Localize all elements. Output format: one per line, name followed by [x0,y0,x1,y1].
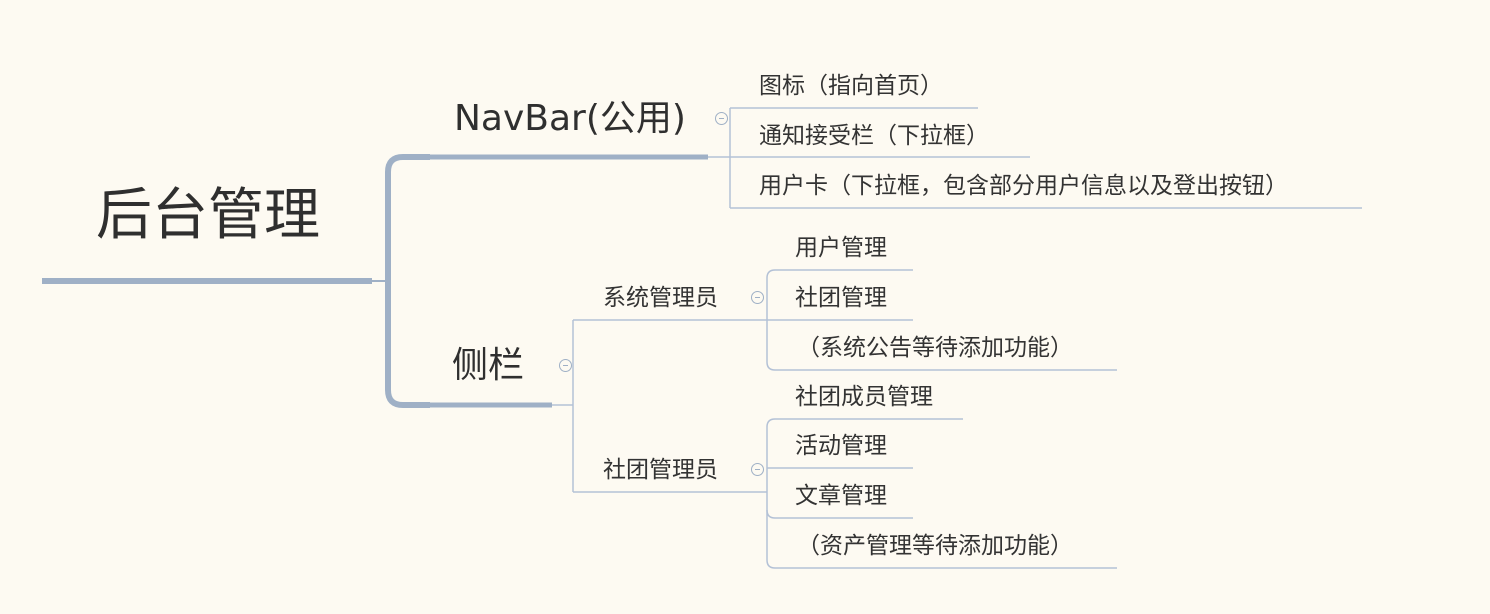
club-admin-item-member-management[interactable]: 社团成员管理 [795,384,933,410]
system-admin-item-user-management[interactable]: 用户管理 [795,235,887,261]
system-admin-collapse-icon[interactable] [751,291,764,304]
club-admin-topic[interactable]: 社团管理员 [603,457,718,483]
root-bracket [385,154,430,408]
navbar-collapse-icon[interactable] [715,112,728,125]
navbar-item-user-card[interactable]: 用户卡（下拉框，包含部分用户信息以及登出按钮） [759,173,1288,199]
system-admin-bracket [766,269,1117,371]
sidebar-bracket [552,320,574,492]
navbar-topic[interactable]: NavBar(公用) [454,98,686,139]
club-admin-item-3-underline [766,509,913,519]
system-admin-item-club-management[interactable]: 社团管理 [795,285,887,311]
navbar-bracket [708,108,731,208]
club-admin-bracket [766,418,1117,569]
system-admin-topic[interactable]: 系统管理员 [603,285,718,311]
club-admin-collapse-icon[interactable] [751,463,764,476]
club-admin-item-article-management[interactable]: 文章管理 [795,483,887,509]
sidebar-topic[interactable]: 侧栏 [452,345,525,386]
club-admin-item-activity-management[interactable]: 活动管理 [795,433,887,459]
club-admin-item-asset-pending[interactable]: （资产管理等待添加功能） [797,533,1073,559]
root-topic[interactable]: 后台管理 [96,183,320,248]
navbar-item-icon-link[interactable]: 图标（指向首页） [759,73,943,99]
system-admin-item-announcement-pending[interactable]: （系统公告等待添加功能） [797,335,1073,361]
sidebar-collapse-icon[interactable] [559,359,572,372]
navbar-item-notifications[interactable]: 通知接受栏（下拉框） [759,123,989,149]
